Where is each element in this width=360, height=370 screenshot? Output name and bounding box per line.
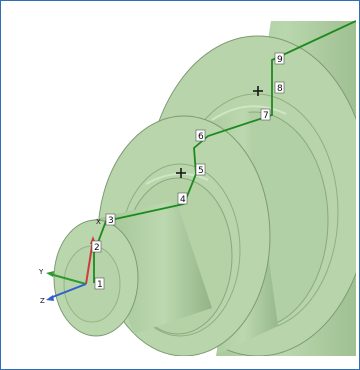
point-label-7[interactable]: 7 (260, 108, 271, 121)
point-label-5[interactable]: 5 (195, 163, 206, 176)
axis-z-label: Z (40, 297, 45, 305)
point-label-3[interactable]: 3 (105, 213, 116, 226)
center-mark-icon (176, 86, 263, 178)
axis-y-label: Y (38, 268, 44, 276)
point-label-6[interactable]: 6 (195, 129, 206, 142)
svg-text:4: 4 (180, 195, 186, 205)
point-label-8[interactable]: 8 (274, 81, 285, 94)
svg-text:5: 5 (198, 166, 204, 176)
svg-text:7: 7 (263, 111, 269, 121)
axis-x-label: X (96, 218, 101, 226)
profile-path[interactable] (93, 20, 356, 283)
point-label-9[interactable]: 9 (274, 52, 285, 65)
axis-triad: X Y Z (38, 218, 101, 305)
svg-text:9: 9 (277, 55, 283, 65)
svg-text:8: 8 (277, 84, 283, 94)
svg-text:1: 1 (97, 280, 103, 290)
point-label-4[interactable]: 4 (177, 192, 188, 205)
cad-3d-viewport[interactable]: X Y Z 1 2 3 4 5 (16, 16, 356, 356)
svg-text:3: 3 (108, 216, 114, 226)
svg-text:6: 6 (198, 132, 204, 142)
point-label-2[interactable]: 2 (91, 240, 102, 253)
point-label-1[interactable]: 1 (94, 277, 105, 290)
svg-text:2: 2 (94, 243, 100, 253)
model-canvas[interactable]: X Y Z 1 2 3 4 5 (16, 16, 356, 356)
